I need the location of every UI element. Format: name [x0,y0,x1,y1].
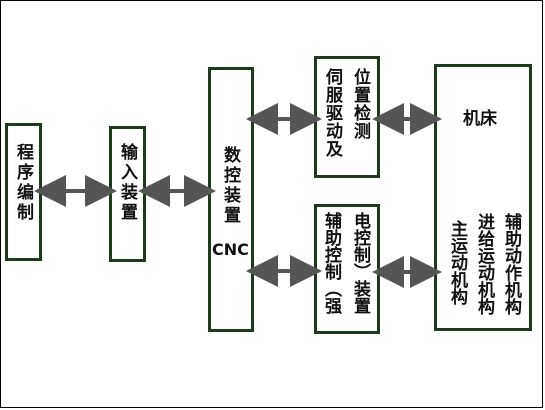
machine-title: 机床 [463,109,497,129]
input-label: 输入装置 [117,143,137,223]
machine-col1: 主运动机构 [447,220,467,305]
machine-block [434,64,532,331]
program-label: 程序编制 [13,143,33,223]
servo-col2: 位置检测 [350,68,370,140]
machine-col3: 辅助动作机构 [501,213,521,315]
aux-col2: 电控制）装置 [350,212,370,314]
aux-col1: 辅助控制（强 [321,212,341,314]
servo-col1: 伺服驱动及 [322,68,342,158]
machine-col2: 进给运动机构 [474,213,494,315]
cnc-label: 数控装置 [220,146,240,226]
cnc-sublabel: CNC [212,240,249,259]
